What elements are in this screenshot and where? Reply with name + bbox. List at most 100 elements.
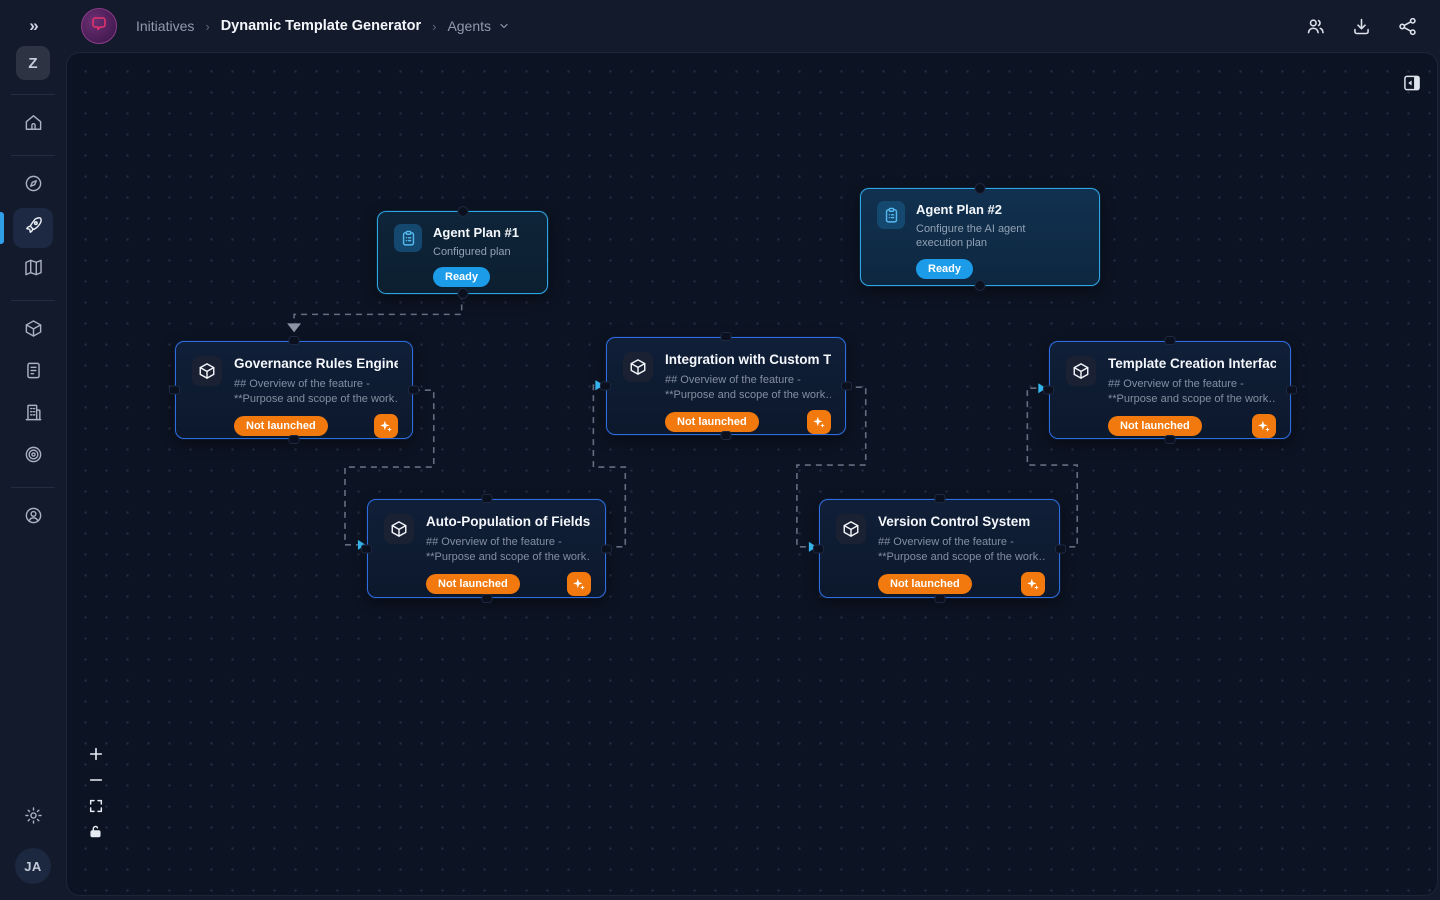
connection-handle[interactable]: [288, 435, 300, 444]
breadcrumb-current[interactable]: Dynamic Template Generator: [220, 18, 422, 34]
node-desc-line1: ## Overview of the feature -: [665, 374, 801, 386]
feature-cube-icon: [192, 356, 222, 386]
topbar: Initiatives › Dynamic Template Generator…: [66, 0, 1440, 52]
workspace-avatar[interactable]: Z: [16, 46, 50, 80]
node-title: Integration with Custom Te…: [665, 352, 831, 367]
node-desc-line1: ## Overview of the feature -: [426, 536, 562, 548]
ai-sparkle-button[interactable]: [374, 413, 398, 438]
breadcrumb-initiatives[interactable]: Initiatives: [136, 18, 195, 34]
lock-button[interactable]: [87, 823, 104, 840]
fit-view-button[interactable]: [87, 797, 104, 814]
node-desc-line1: ## Overview of the feature -: [878, 536, 1014, 548]
zoom-out-button[interactable]: [87, 771, 104, 788]
node-desc-line2: **Purpose and scope of the work…: [234, 392, 398, 405]
status-badge-not-launched: Not launched: [665, 411, 759, 432]
download-button[interactable]: [1350, 15, 1372, 37]
chevron-right-icon: ›: [432, 18, 437, 34]
clipboard-icon: [877, 201, 905, 229]
ai-sparkle-button[interactable]: [1021, 571, 1045, 596]
user-avatar[interactable]: JA: [15, 848, 51, 884]
connection-handle[interactable]: [720, 332, 732, 341]
connection-handle[interactable]: [934, 494, 945, 503]
status-badge-not-launched: Not launched: [426, 573, 520, 594]
divider: [11, 94, 55, 95]
feature-cube-icon: [1066, 356, 1096, 386]
chat-bubble-icon: [90, 15, 108, 38]
members-button[interactable]: [1304, 15, 1326, 37]
status-badge-not-launched: Not launched: [234, 415, 328, 436]
connection-handle[interactable]: [457, 288, 468, 299]
home-icon: [24, 113, 43, 137]
node-desc-line2: **Purpose and scope of the work…: [1108, 392, 1276, 405]
ai-sparkle-button[interactable]: [1252, 413, 1276, 438]
ai-sparkle-button[interactable]: [567, 571, 591, 596]
connection-handle[interactable]: [934, 594, 945, 603]
flow-canvas[interactable]: Agent Plan #1 Configured plan Ready Agen…: [66, 52, 1438, 896]
document-icon: [24, 361, 43, 385]
connection-handle[interactable]: [408, 385, 419, 395]
connection-handle[interactable]: [974, 183, 986, 194]
connection-handle[interactable]: [481, 594, 492, 603]
person-circle-icon: [24, 506, 43, 530]
node-agent-plan-2[interactable]: Agent Plan #2 Configure the AI agent exe…: [860, 183, 1100, 291]
node-title: Governance Rules Engine: [234, 356, 398, 371]
feature-cube-icon: [384, 514, 414, 544]
node-auto-population-of-fields[interactable]: Auto-Population of Fields ## Overview of…: [361, 494, 612, 603]
sidebar-item-docs[interactable]: [13, 353, 53, 393]
sidebar-item-initiatives[interactable]: [0, 208, 53, 248]
sidebar-item-organization[interactable]: [13, 395, 53, 435]
connection-handle[interactable]: [361, 544, 372, 553]
connection-handle[interactable]: [720, 431, 732, 440]
sidebar-item-roadmap[interactable]: [13, 250, 53, 290]
node-agent-plan-1[interactable]: Agent Plan #1 Configured plan Ready: [377, 206, 548, 299]
sidebar-item-products[interactable]: [13, 311, 53, 351]
status-badge-not-launched: Not launched: [1108, 415, 1202, 436]
cube-icon: [24, 319, 43, 343]
connection-handle[interactable]: [1055, 544, 1066, 553]
connection-handle[interactable]: [288, 336, 300, 345]
node-description: Configure the AI agent execution plan: [916, 223, 1026, 250]
app-logo[interactable]: [81, 8, 117, 44]
connection-handle[interactable]: [1286, 385, 1297, 395]
sidebar-item-explore[interactable]: [13, 166, 53, 206]
connection-handle[interactable]: [457, 206, 468, 217]
topbar-actions: [1304, 15, 1418, 37]
right-panel-toggle-button[interactable]: [1400, 71, 1424, 95]
divider: [11, 155, 55, 156]
chevron-down-icon[interactable]: [498, 20, 510, 32]
node-desc-line1: ## Overview of the feature -: [234, 378, 370, 390]
settings-button[interactable]: [13, 798, 53, 838]
share-button[interactable]: [1396, 15, 1418, 37]
node-integration-custom-templates[interactable]: Integration with Custom Te… ## Overview …: [600, 332, 852, 440]
connection-handle[interactable]: [974, 280, 986, 291]
zoom-in-button[interactable]: [87, 745, 104, 762]
breadcrumb-agents[interactable]: Agents: [447, 18, 492, 34]
connection-handle[interactable]: [481, 494, 492, 503]
status-badge-not-launched: Not launched: [878, 573, 972, 594]
sidebar: » Z: [0, 0, 66, 900]
clipboard-icon: [394, 224, 422, 252]
node-title: Agent Plan #2: [916, 202, 1002, 217]
connection-handle[interactable]: [600, 381, 611, 391]
connection-handle[interactable]: [1164, 435, 1176, 444]
ai-sparkle-button[interactable]: [807, 409, 831, 434]
node-title: Version Control System: [878, 514, 1031, 529]
connection-handle[interactable]: [1043, 385, 1054, 395]
connection-handle[interactable]: [841, 381, 852, 391]
node-governance-rules-engine[interactable]: Governance Rules Engine ## Overview of t…: [169, 336, 419, 444]
connection-handle[interactable]: [813, 544, 824, 553]
connection-handle[interactable]: [169, 385, 180, 395]
sidebar-item-profile[interactable]: [13, 498, 53, 538]
sidebar-item-home[interactable]: [13, 105, 53, 145]
sidebar-expand-icon[interactable]: »: [29, 16, 38, 35]
compass-icon: [24, 174, 43, 198]
connection-handle[interactable]: [1164, 336, 1176, 345]
node-desc-line2: **Purpose and scope of the work…: [426, 550, 591, 563]
node-description: Configured plan: [433, 246, 511, 258]
sidebar-item-goals[interactable]: [13, 437, 53, 477]
node-version-control-system[interactable]: Version Control System ## Overview of th…: [813, 494, 1066, 603]
connection-handle[interactable]: [601, 544, 612, 553]
node-title: Template Creation Interface: [1108, 356, 1276, 371]
node-desc-line1: ## Overview of the feature -: [1108, 378, 1244, 390]
node-template-creation-interface[interactable]: Template Creation Interface ## Overview …: [1043, 336, 1297, 444]
